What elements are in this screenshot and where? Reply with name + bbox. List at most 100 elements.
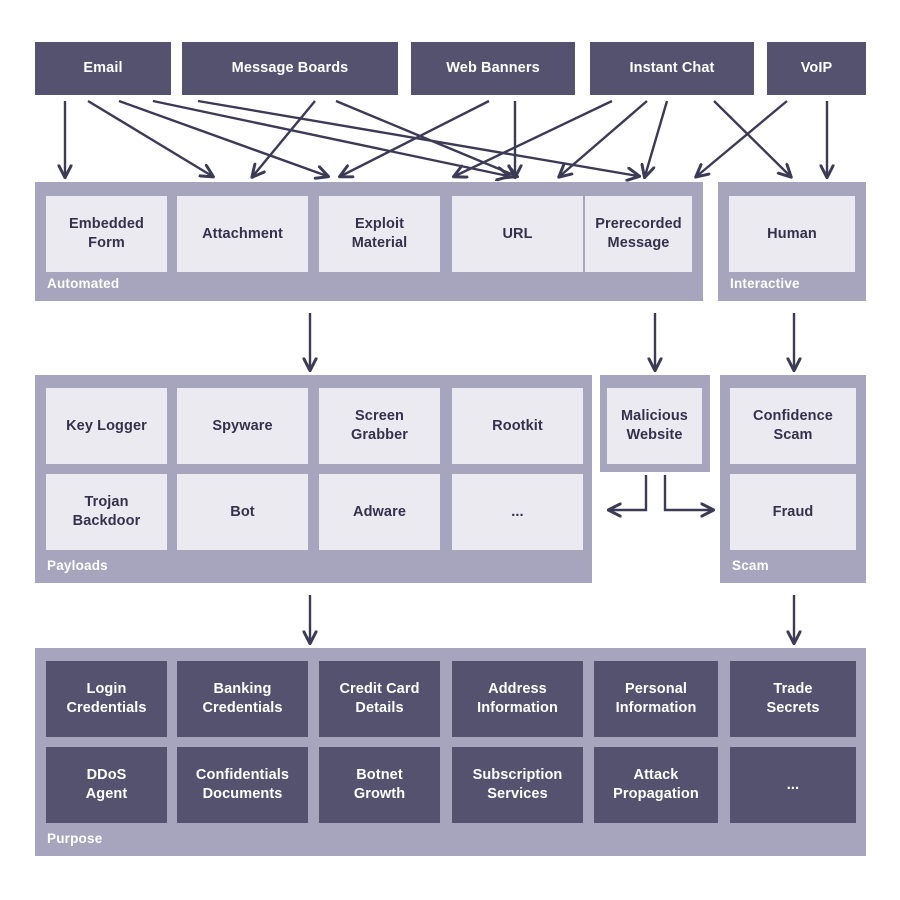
payload-label-line1: Trojan xyxy=(84,494,129,511)
vector-node-attachment[interactable]: Attachment xyxy=(177,196,308,272)
payload-node-rootkit[interactable]: Rootkit xyxy=(452,388,583,464)
outcome-label-line1: Malicious xyxy=(621,408,688,425)
band-purpose-label: Purpose xyxy=(47,830,103,846)
outcome-label-line2: Website xyxy=(626,427,683,443)
channel-node-message-boards[interactable]: Message Boards xyxy=(182,42,398,95)
flow-arrow-email-to-url xyxy=(152,99,508,176)
flow-arrow-email-to-attachment xyxy=(87,99,212,176)
channel-label: Email xyxy=(83,60,123,77)
payload-node-more[interactable]: ... xyxy=(452,474,583,550)
purpose-node-banking-credentials[interactable]: Banking Credentials xyxy=(177,661,308,737)
channel-node-voip[interactable]: VoIP xyxy=(767,42,866,95)
purpose-node-botnet-growth[interactable]: Botnet Growth xyxy=(319,747,440,823)
purpose-label-line1: Credit Card xyxy=(339,681,420,698)
vector-node-prerecorded-message[interactable]: Prerecorded Message xyxy=(585,196,692,272)
vector-label-line2: Message xyxy=(607,235,670,251)
scam-node-fraud[interactable]: Fraud xyxy=(730,474,856,550)
scam-label-line1: Confidence xyxy=(753,408,833,425)
vector-node-embedded-form[interactable]: Embedded Form xyxy=(46,196,167,272)
vector-label-line1: Human xyxy=(767,225,817,242)
outcome-node-malicious-website[interactable]: Malicious Website xyxy=(607,388,702,464)
purpose-node-subscription-services[interactable]: Subscription Services xyxy=(452,747,583,823)
vector-label-line1: Prerecorded xyxy=(595,216,682,233)
payload-label-line2: Grabber xyxy=(350,427,409,443)
flow-arrow-instant-chat-to-prerecorded-message xyxy=(645,100,669,176)
purpose-node-ddos-agent[interactable]: DDoS Agent xyxy=(46,747,167,823)
payload-node-trojan-backdoor[interactable]: Trojan Backdoor xyxy=(46,474,167,550)
flow-arrow-message-boards-to-url xyxy=(335,99,516,176)
purpose-node-login-credentials[interactable]: Login Credentials xyxy=(46,661,167,737)
vector-label-line1: Embedded xyxy=(69,216,144,233)
band-interactive-label: Interactive xyxy=(730,275,800,291)
purpose-label-line1: Personal xyxy=(624,681,688,698)
payload-label-line1: Spyware xyxy=(212,417,273,434)
band-payloads-label: Payloads xyxy=(47,557,108,573)
purpose-label-line2: Propagation xyxy=(613,786,699,802)
purpose-node-confidentials-documents[interactable]: Confidentials Documents xyxy=(177,747,308,823)
purpose-node-personal-information[interactable]: Personal Information xyxy=(594,661,718,737)
vector-node-human[interactable]: Human xyxy=(729,196,855,272)
flow-arrow-message-boards-to-exploit-material xyxy=(253,100,316,176)
payload-label-line1: Screen xyxy=(355,408,404,425)
purpose-label-line2: Credentials xyxy=(202,700,283,716)
payload-label-line1: Key Logger xyxy=(66,417,147,434)
channel-node-email[interactable]: Email xyxy=(35,42,171,95)
channel-label: Web Banners xyxy=(446,60,540,77)
bidirectional-link-malicious-to-scam xyxy=(663,475,712,510)
payload-node-adware[interactable]: Adware xyxy=(319,474,440,550)
purpose-node-more[interactable]: ... xyxy=(730,747,856,823)
channel-node-instant-chat[interactable]: Instant Chat xyxy=(590,42,754,95)
band-automated-label: Automated xyxy=(47,275,120,291)
payload-label-line1: Bot xyxy=(230,503,255,520)
purpose-label-line2: Growth xyxy=(353,786,406,802)
channel-label: Instant Chat xyxy=(629,60,715,77)
purpose-node-credit-card-details[interactable]: Credit Card Details xyxy=(319,661,440,737)
flow-arrow-instant-chat-to-human xyxy=(713,100,790,176)
vector-label-line2: Material xyxy=(351,235,408,251)
purpose-label-line2: Credentials xyxy=(66,700,147,716)
purpose-label-line1: Banking xyxy=(213,681,272,698)
purpose-label-line1: Botnet xyxy=(356,767,403,784)
flow-arrow-instant-chat-to-url xyxy=(560,100,648,176)
purpose-label-line2: Documents xyxy=(202,786,283,802)
band-scam-label: Scam xyxy=(732,557,769,573)
channel-node-web-banners[interactable]: Web Banners xyxy=(411,42,575,95)
vector-node-url[interactable]: URL xyxy=(452,196,583,272)
flow-arrow-web-banners-to-exploit-material xyxy=(341,99,490,176)
purpose-node-address-information[interactable]: Address Information xyxy=(452,661,583,737)
payload-node-spyware[interactable]: Spyware xyxy=(177,388,308,464)
purpose-label-line2: Information xyxy=(477,700,558,716)
scam-node-confidence-scam[interactable]: Confidence Scam xyxy=(730,388,856,464)
purpose-label-line2: Services xyxy=(487,786,548,802)
vector-label-line1: Exploit xyxy=(354,216,405,233)
purpose-label-line1: Attack xyxy=(633,767,679,784)
purpose-label-line1: Address xyxy=(488,681,547,698)
payload-node-bot[interactable]: Bot xyxy=(177,474,308,550)
vector-node-exploit-material[interactable]: Exploit Material xyxy=(319,196,440,272)
purpose-label-line1: DDoS xyxy=(86,767,127,784)
purpose-label-line2: Secrets xyxy=(766,700,820,716)
vector-label-line1: URL xyxy=(502,225,533,242)
flow-arrow-cross-long-right xyxy=(455,99,613,176)
payload-label-line2: Backdoor xyxy=(72,513,141,529)
purpose-label-line1: Subscription xyxy=(472,767,563,784)
payload-node-screen-grabber[interactable]: Screen Grabber xyxy=(319,388,440,464)
vector-label-line2: Form xyxy=(88,235,125,251)
purpose-node-trade-secrets[interactable]: Trade Secrets xyxy=(730,661,856,737)
band-purpose: Purpose xyxy=(35,648,866,856)
flow-arrow-message-boards-to-prerecorded-message xyxy=(197,99,638,176)
channel-label: Message Boards xyxy=(231,60,349,77)
purpose-label-line1: ... xyxy=(786,776,800,793)
payload-label-line1: ... xyxy=(511,503,524,520)
payload-label-line1: Rootkit xyxy=(492,417,543,434)
purpose-label-line2: Details xyxy=(355,700,404,716)
bidirectional-link-malicious-to-payloads xyxy=(610,475,648,510)
flow-arrow-voip-to-prerecorded-message xyxy=(697,100,788,176)
payload-node-key-logger[interactable]: Key Logger xyxy=(46,388,167,464)
purpose-node-attack-propagation[interactable]: Attack Propagation xyxy=(594,747,718,823)
channel-label: VoIP xyxy=(800,60,833,77)
flow-arrow-email-to-exploit-material xyxy=(118,99,327,176)
purpose-label-line1: Trade xyxy=(773,681,813,698)
purpose-label-line1: Login xyxy=(86,681,127,698)
